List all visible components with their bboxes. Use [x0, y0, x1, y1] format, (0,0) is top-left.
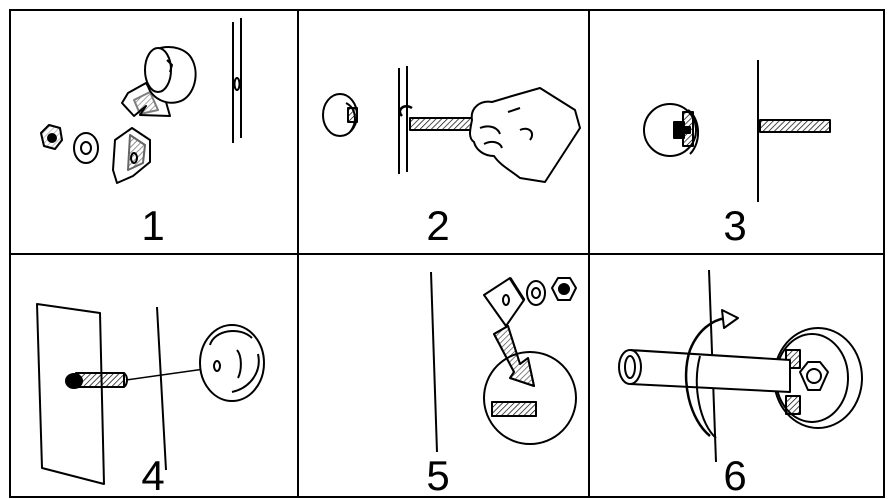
rotate-arrow-icon: [400, 106, 412, 116]
step-5-number: 5: [426, 452, 449, 499]
knob-icon: [145, 47, 196, 103]
step-6-number: 6: [723, 452, 746, 499]
washer-icon: [74, 133, 98, 163]
step-6-panel: 6: [619, 270, 862, 499]
step-5-illustration: [431, 272, 576, 452]
handle-icon: [619, 350, 790, 392]
step-4-number: 4: [141, 452, 164, 499]
step-3-panel: 3: [644, 60, 830, 249]
wall-panel-icon: [37, 304, 104, 484]
hand-icon: [470, 88, 580, 182]
bolt-icon: [760, 120, 830, 132]
step-1-number: 1: [141, 202, 164, 249]
nut-icon: [41, 125, 62, 149]
knob-icon: [323, 94, 357, 136]
step-2-number: 2: [426, 202, 449, 249]
mounting-plate-icon: [484, 278, 524, 326]
step-2-illustration: [323, 66, 580, 182]
panel-grid: [10, 10, 884, 497]
step-4-panel: 4: [37, 304, 264, 499]
step-2-panel: 2: [323, 66, 580, 249]
step-5-panel: 5: [426, 272, 576, 499]
mounting-plate-icon: [113, 128, 150, 183]
arrow-icon: [494, 326, 534, 386]
step-3-illustration: [644, 60, 830, 202]
knob-with-bolt-icon: [644, 104, 698, 156]
step-6-illustration: [619, 270, 862, 462]
washer-icon: [527, 281, 545, 305]
step-1-illustration: [41, 18, 241, 183]
step-1-panel: 1: [41, 18, 241, 249]
nut-icon: [552, 278, 576, 300]
bolt-icon: [66, 373, 127, 388]
knob-icon: [200, 325, 264, 401]
step-3-number: 3: [723, 202, 746, 249]
